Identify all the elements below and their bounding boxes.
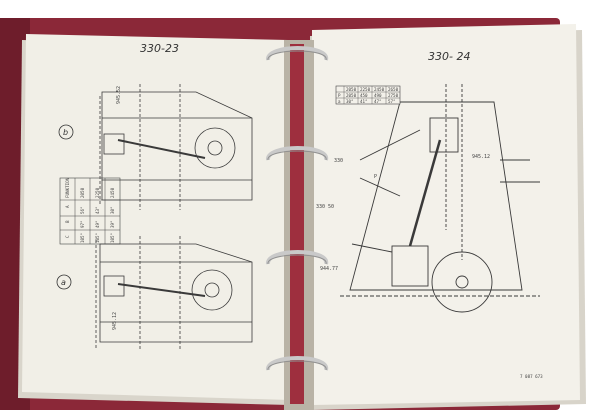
ltable-r2c1: 43° — [95, 206, 100, 214]
right-page-number: 330- 24 — [428, 50, 470, 63]
ltable-r3c3: 105° — [110, 233, 115, 243]
rtable-h1: 2050 — [346, 87, 357, 92]
ring-2 — [266, 146, 328, 161]
rtable-r1c3: 47° — [374, 99, 382, 104]
drawing-right-frame — [340, 84, 540, 313]
ltable-r3c2: 39° — [110, 220, 115, 228]
rtable-h4: 2650 — [388, 87, 399, 92]
ltable-r0c0: FUNKTION — [65, 177, 70, 198]
ltable-r1c2: 97° — [80, 220, 85, 228]
ring-3 — [266, 250, 328, 265]
left-callout-2: 945.12 — [112, 312, 118, 330]
ltable-r2c3: 105° — [95, 233, 100, 243]
ltable-r3c0: 2450 — [110, 187, 115, 198]
rtable-r1c4: 57° — [388, 99, 396, 104]
right-callout-4: 944.77 — [320, 266, 338, 272]
binder-rings — [266, 46, 328, 371]
right-spec-table: 2050 2250 2450 2650 P 2050 450 490 2750 … — [335, 85, 401, 105]
right-callout-2: 330 50 — [316, 204, 334, 210]
left-spec-table: FUNKTION A B C 2050 56° 97° 105° 2250 43… — [59, 177, 121, 245]
right-footer-code: 7 087 673 — [520, 374, 543, 379]
ltable-r1c0: 2050 — [80, 187, 85, 198]
rtable-r0c0: P — [338, 93, 341, 98]
rtable-r0c3: 490 — [374, 93, 382, 98]
rtable-r1c0: a — [338, 99, 341, 104]
left-page — [22, 34, 290, 400]
ltable-r2c0: 2250 — [95, 187, 100, 198]
rtable-r1c1: 30° — [346, 99, 354, 104]
ring-1 — [266, 46, 328, 61]
rtable-r0c1: 2050 — [346, 93, 357, 98]
drawing-view-a — [95, 236, 253, 350]
right-label-p: P — [374, 174, 377, 180]
left-callout-1: 945.52 — [116, 86, 122, 104]
ltable-r1c3: 105° — [80, 233, 85, 243]
ltable-r3c1: 30° — [110, 206, 115, 214]
view-b-label: b — [63, 128, 68, 137]
rtable-h2: 2250 — [360, 87, 371, 92]
rtable-r0c2: 450 — [360, 93, 368, 98]
view-a-marker — [56, 274, 72, 290]
ltable-r0c2: B — [65, 220, 70, 223]
view-b-marker — [58, 124, 74, 140]
right-callout-3: 945.12 — [472, 154, 490, 160]
ltable-r1c1: 56° — [80, 206, 85, 214]
ltable-r0c3: C — [65, 235, 70, 238]
ltable-r2c2: 49° — [95, 220, 100, 228]
rtable-h3: 2450 — [374, 87, 385, 92]
rtable-r0c4: 2750 — [388, 93, 399, 98]
rtable-r1c2: 41° — [360, 99, 368, 104]
drawing-view-b — [99, 84, 253, 210]
left-page-number: 330-23 — [140, 42, 179, 55]
binder-spine-strip — [290, 44, 304, 404]
ring-4 — [266, 356, 328, 371]
view-a-label: a — [61, 278, 66, 287]
right-callout-1: 330 — [334, 158, 343, 164]
ltable-r0c1: A — [65, 205, 70, 208]
